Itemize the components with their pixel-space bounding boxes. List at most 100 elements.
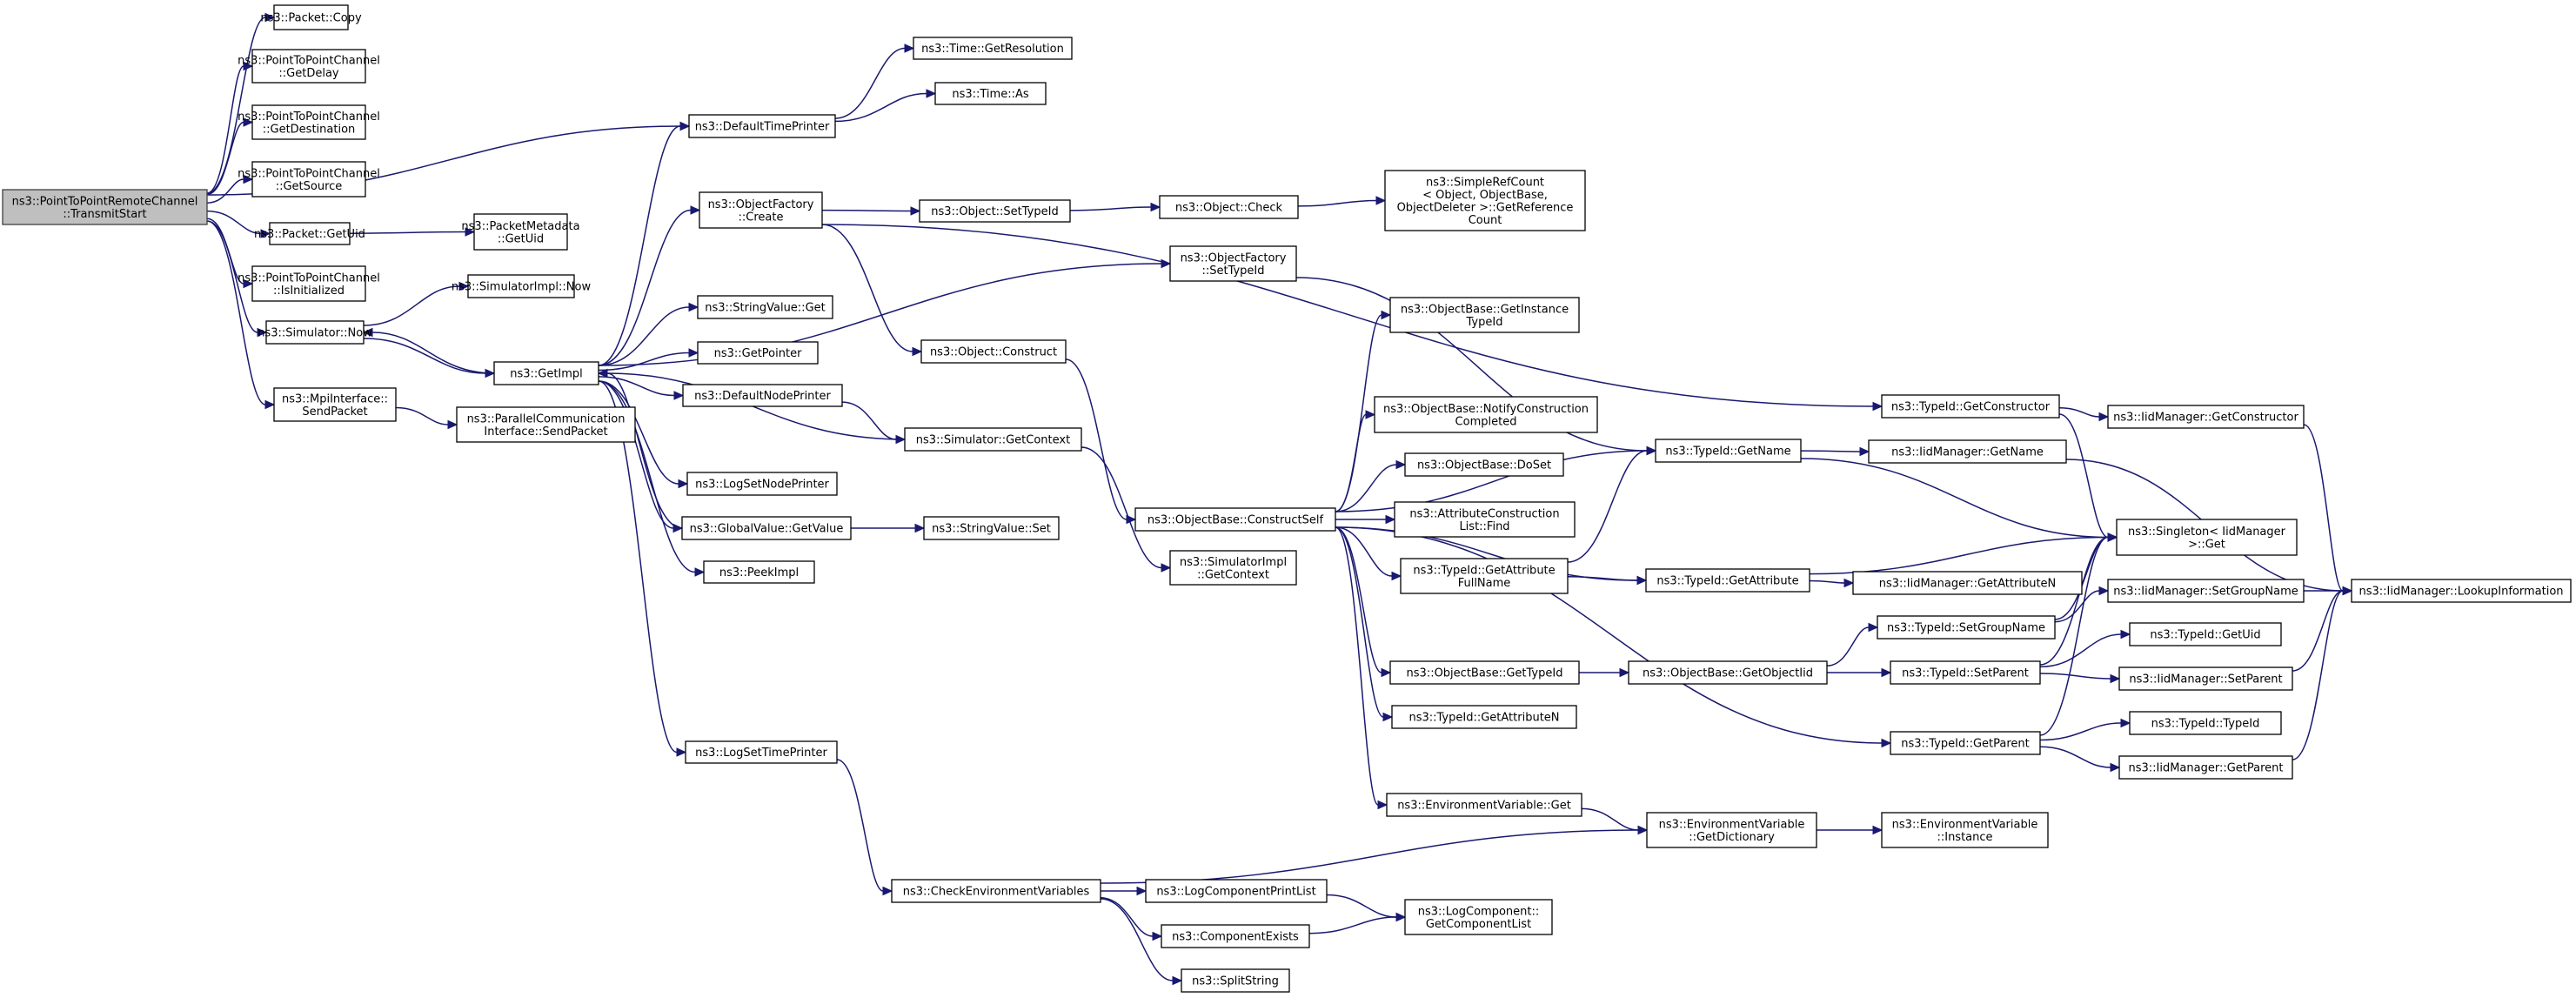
graph-node-envvar-getdict[interactable]: ns3::EnvironmentVariable::GetDictionary	[1646, 812, 1817, 848]
node-box[interactable]	[1881, 394, 2060, 419]
graph-node-ob-getobjiid[interactable]: ns3::ObjectBase::GetObjectIid	[1628, 660, 1828, 685]
node-box[interactable]	[2351, 579, 2572, 603]
graph-node-singleton-get[interactable]: ns3::Singleton< IidManager>::Get	[2116, 519, 2298, 556]
node-box[interactable]	[1628, 660, 1828, 685]
node-box[interactable]	[273, 387, 397, 422]
graph-node-sim-now[interactable]: ns3::Simulator::Now	[258, 320, 372, 345]
node-box[interactable]	[891, 879, 1101, 903]
node-box[interactable]	[1646, 812, 1817, 848]
graph-node-pkt-copy[interactable]: ns3::Packet::Copy	[260, 4, 362, 30]
node-box[interactable]	[473, 213, 568, 251]
node-box[interactable]	[1145, 879, 1328, 903]
node-box[interactable]	[1181, 968, 1290, 993]
node-box[interactable]	[913, 37, 1073, 60]
graph-node-iid-getparent[interactable]: ns3::IidManager::GetParent	[2118, 755, 2293, 780]
node-box[interactable]	[1389, 297, 1580, 333]
node-box[interactable]	[697, 295, 833, 319]
node-box[interactable]	[467, 274, 575, 298]
graph-node-time-as[interactable]: ns3::Time::As	[934, 82, 1047, 105]
node-box[interactable]	[1655, 439, 1802, 463]
node-box[interactable]	[1389, 660, 1580, 685]
graph-node-peekimpl[interactable]: ns3::PeekImpl	[703, 560, 815, 584]
node-box[interactable]	[2116, 519, 2298, 556]
graph-node-iid-setparent[interactable]: ns3::IidManager::SetParent	[2118, 666, 2293, 691]
graph-node-tid-setgroup[interactable]: ns3::TypeId::SetGroupName	[1877, 615, 2056, 640]
graph-node-pmeta-uid[interactable]: ns3::PacketMetadata::GetUid	[461, 213, 580, 251]
graph-node-obj-check[interactable]: ns3::Object::Check	[1159, 195, 1299, 219]
graph-node-logcomp-getlist[interactable]: ns3::LogComponent::GetComponentList	[1404, 899, 1553, 935]
node-box[interactable]	[1400, 558, 1569, 594]
graph-node-strval-get[interactable]: ns3::StringValue::Get	[697, 295, 833, 319]
graph-node-iid-getattrn[interactable]: ns3::IidManager::GetAttributeN	[1852, 571, 2083, 595]
node-box[interactable]	[2129, 711, 2282, 735]
node-box[interactable]	[1134, 507, 1336, 532]
node-box[interactable]	[681, 516, 852, 540]
graph-node-tid-getuid[interactable]: ns3::TypeId::GetUid	[2129, 622, 2282, 646]
node-box[interactable]	[1374, 396, 1598, 433]
node-box[interactable]	[1386, 793, 1582, 817]
node-box[interactable]	[1161, 924, 1310, 948]
node-box[interactable]	[919, 199, 1071, 223]
node-box[interactable]	[1852, 571, 2083, 595]
graph-node-simplerefcount[interactable]: ns3::SimpleRefCount< Object, ObjectBase,…	[1384, 170, 1586, 231]
graph-node-tid-getctor[interactable]: ns3::TypeId::GetConstructor	[1881, 394, 2060, 419]
graph-node-p2p-src[interactable]: ns3::PointToPointChannel::GetSource	[238, 161, 380, 198]
node-box[interactable]	[2118, 666, 2293, 691]
node-box[interactable]	[265, 320, 365, 345]
graph-node-ob-gettid[interactable]: ns3::ObjectBase::GetTypeId	[1389, 660, 1580, 685]
graph-node-p2p-delay[interactable]: ns3::PointToPointChannel::GetDelay	[238, 49, 380, 84]
node-box[interactable]	[1868, 439, 2067, 464]
node-box[interactable]	[2107, 579, 2305, 603]
node-box[interactable]	[2, 189, 208, 225]
graph-node-p2p-dest[interactable]: ns3::PointToPointChannel::GetDestination	[238, 104, 380, 140]
graph-node-root[interactable]: ns3::PointToPointRemoteChannel::Transmit…	[2, 189, 208, 225]
graph-node-mpi-send[interactable]: ns3::MpiInterface::SendPacket	[273, 387, 397, 422]
graph-node-envvar-instance[interactable]: ns3::EnvironmentVariable::Instance	[1881, 812, 2049, 848]
graph-node-p2p-init[interactable]: ns3::PointToPointChannel::IsInitialized	[238, 265, 380, 302]
graph-node-tid-setparent[interactable]: ns3::TypeId::SetParent	[1890, 660, 2041, 685]
graph-node-splitstring[interactable]: ns3::SplitString	[1181, 968, 1290, 993]
node-box[interactable]	[2129, 622, 2282, 646]
graph-node-time-res[interactable]: ns3::Time::GetResolution	[913, 37, 1073, 60]
node-box[interactable]	[1169, 550, 1297, 586]
node-box[interactable]	[1890, 660, 2041, 685]
node-box[interactable]	[686, 472, 838, 496]
graph-node-compexists[interactable]: ns3::ComponentExists	[1161, 924, 1310, 948]
node-box[interactable]	[697, 341, 819, 365]
graph-node-getpointer[interactable]: ns3::GetPointer	[697, 341, 819, 365]
node-box[interactable]	[493, 361, 599, 385]
node-box[interactable]	[904, 427, 1082, 452]
node-box[interactable]	[934, 82, 1047, 105]
node-box[interactable]	[923, 516, 1060, 540]
graph-node-simimpl-getctx[interactable]: ns3::SimulatorImpl::GetContext	[1169, 550, 1297, 586]
node-box[interactable]	[1404, 899, 1553, 935]
graph-node-tid-getname[interactable]: ns3::TypeId::GetName	[1655, 439, 1802, 463]
graph-node-getimpl[interactable]: ns3::GetImpl	[493, 361, 599, 385]
node-box[interactable]	[920, 339, 1067, 364]
node-box[interactable]	[688, 114, 836, 138]
graph-node-deftime[interactable]: ns3::DefaultTimePrinter	[688, 114, 836, 138]
node-box[interactable]	[251, 49, 366, 84]
node-box[interactable]	[1169, 245, 1297, 282]
graph-node-strval-set[interactable]: ns3::StringValue::Set	[923, 516, 1060, 540]
node-box[interactable]	[251, 104, 366, 140]
node-box[interactable]	[1881, 812, 2049, 848]
graph-node-tid-getparent[interactable]: ns3::TypeId::GetParent	[1890, 731, 2041, 755]
node-box[interactable]	[1877, 615, 2056, 640]
node-box[interactable]	[682, 384, 843, 407]
graph-node-iid-setgroup[interactable]: ns3::IidManager::SetGroupName	[2107, 579, 2305, 603]
node-box[interactable]	[251, 161, 366, 198]
graph-node-sim-getctx[interactable]: ns3::Simulator::GetContext	[904, 427, 1082, 452]
graph-node-ob-doset[interactable]: ns3::ObjectBase::DoSet	[1404, 452, 1564, 477]
node-box[interactable]	[2118, 755, 2293, 780]
node-box[interactable]	[699, 191, 823, 229]
graph-node-globval-get[interactable]: ns3::GlobalValue::GetValue	[681, 516, 852, 540]
graph-node-objfac-create[interactable]: ns3::ObjectFactory::Create	[699, 191, 823, 229]
graph-node-ob-notify[interactable]: ns3::ObjectBase::NotifyConstructionCompl…	[1374, 396, 1598, 433]
node-box[interactable]	[685, 740, 838, 764]
graph-node-tid-getattr[interactable]: ns3::TypeId::GetAttribute	[1645, 568, 1810, 593]
node-box[interactable]	[273, 4, 349, 30]
